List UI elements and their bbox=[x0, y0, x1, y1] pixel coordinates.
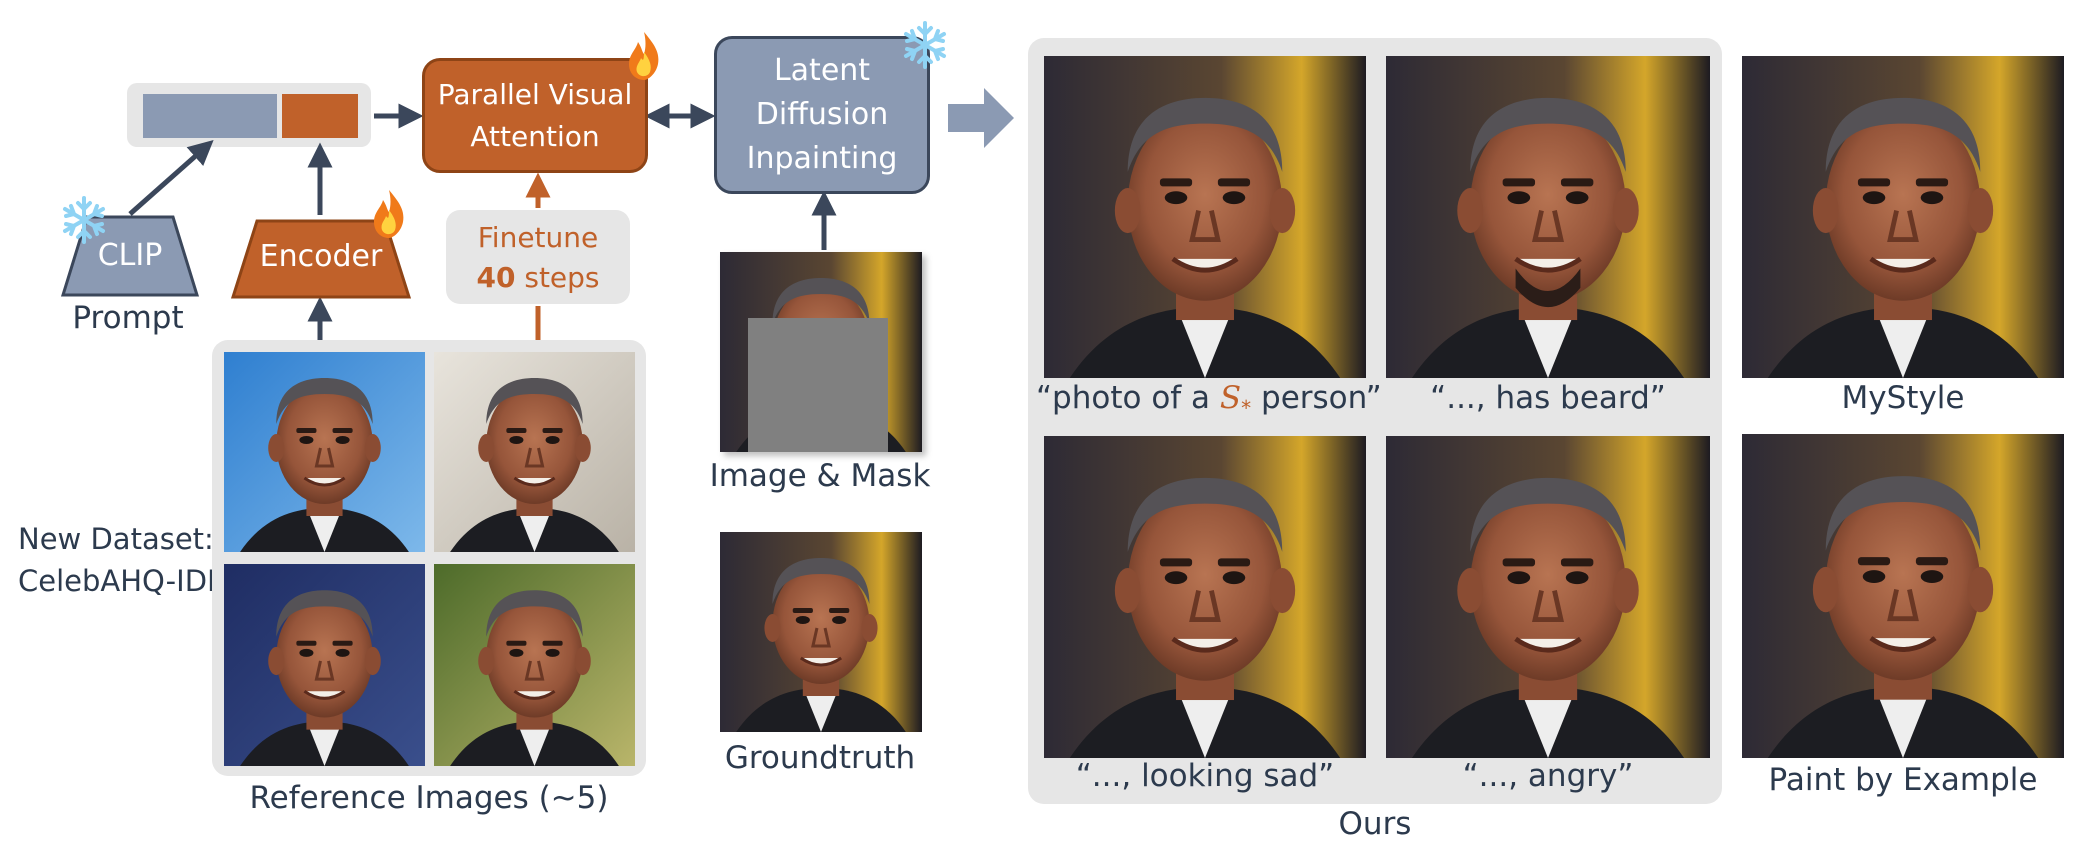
result-image-4 bbox=[1386, 436, 1710, 758]
dataset-label-line1: New Dataset: bbox=[18, 522, 214, 556]
result-image-1 bbox=[1044, 56, 1366, 378]
snowflake-icon bbox=[904, 21, 946, 69]
ours-label: Ours bbox=[1338, 806, 1412, 842]
result-image-2 bbox=[1386, 56, 1710, 378]
text-token bbox=[143, 94, 277, 138]
prompt-label-2: “..., has beard” bbox=[1430, 380, 1666, 416]
snowflake-icon bbox=[63, 196, 105, 244]
result-image-3 bbox=[1044, 436, 1366, 758]
diffusion-line1: Latent bbox=[773, 53, 871, 88]
reference-image-1 bbox=[224, 352, 425, 552]
image-token bbox=[282, 94, 358, 138]
prompt-label-3: “..., looking sad” bbox=[1075, 758, 1335, 794]
finetune-line1: Finetune bbox=[477, 221, 599, 254]
clip-block bbox=[60, 215, 200, 297]
fire-icon bbox=[629, 32, 659, 80]
mask-region bbox=[748, 318, 888, 452]
reference-image-2 bbox=[434, 352, 635, 552]
attention-line1: Parallel Visual bbox=[437, 77, 633, 111]
diffusion-line2: Diffusion bbox=[755, 97, 889, 132]
prompt-label: Prompt bbox=[72, 300, 184, 336]
arrow-icon bbox=[948, 88, 1014, 148]
image-mask-label: Image & Mask bbox=[709, 458, 931, 494]
dataset-label-line2: CelebAHQ-IDI bbox=[18, 564, 216, 598]
paint-by-example-image bbox=[1742, 434, 2064, 758]
diffusion-line3: Inpainting bbox=[746, 141, 898, 176]
attention-line2: Attention bbox=[470, 119, 600, 153]
reference-image-4 bbox=[434, 564, 635, 766]
finetune-suffix: steps bbox=[515, 261, 600, 294]
paint-by-example-label: Paint by Example bbox=[1768, 762, 2038, 798]
finetune-box: Finetune 40 steps bbox=[446, 210, 630, 304]
prompt1-sub: * bbox=[1241, 396, 1252, 421]
finetune-steps: 40 bbox=[476, 261, 516, 294]
fire-icon bbox=[374, 190, 404, 238]
prompt-label-1: “photo of a S* person” bbox=[1036, 380, 1382, 421]
encoder-label: Encoder bbox=[259, 239, 383, 274]
encoder-block bbox=[230, 219, 412, 299]
latent-diffusion-block: Latent Diffusion Inpainting bbox=[714, 36, 930, 194]
groundtruth-image bbox=[720, 532, 922, 732]
prompt1-prefix: “photo of a bbox=[1036, 380, 1220, 416]
groundtruth-label: Groundtruth bbox=[724, 740, 916, 776]
parallel-visual-attention-block: Parallel Visual Attention bbox=[422, 58, 648, 173]
mystyle-image bbox=[1742, 56, 2064, 378]
mystyle-label: MyStyle bbox=[1841, 380, 1965, 416]
reference-images-label: Reference Images (~5) bbox=[249, 780, 609, 816]
prompt1-suffix: person” bbox=[1251, 380, 1382, 416]
prompt1-token: S bbox=[1219, 380, 1242, 416]
reference-image-3 bbox=[224, 564, 425, 766]
clip-label: CLIP bbox=[97, 238, 163, 273]
prompt-label-4: “..., angry” bbox=[1462, 758, 1634, 794]
